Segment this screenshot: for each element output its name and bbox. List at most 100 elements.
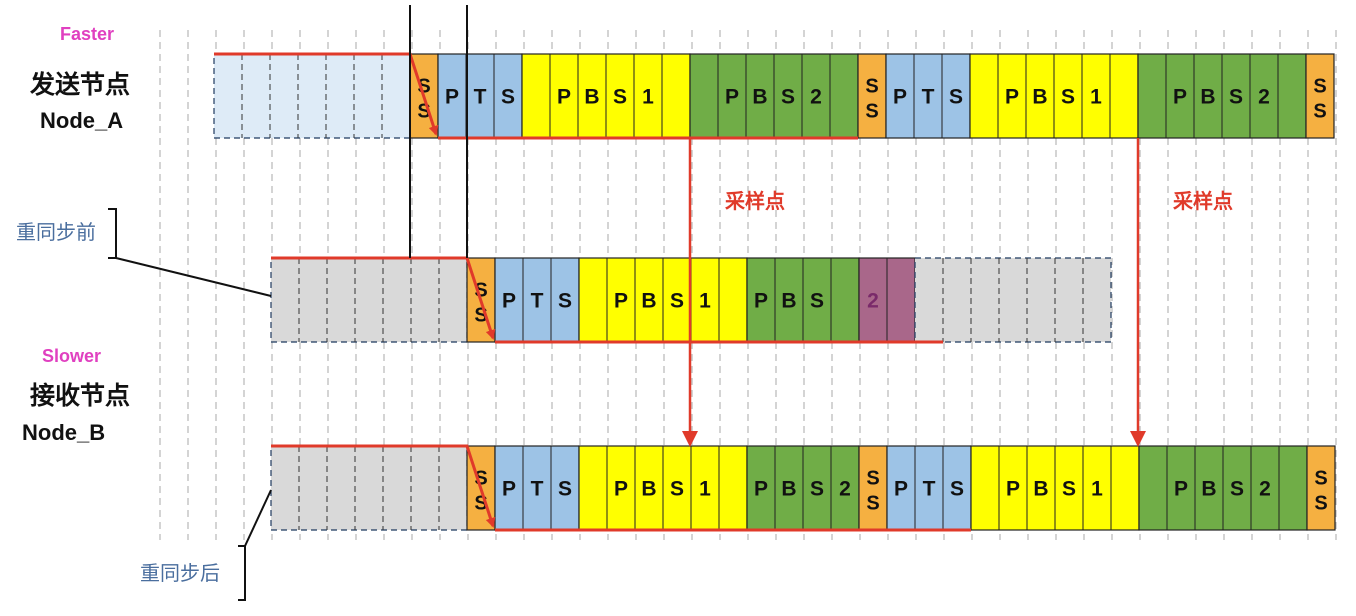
segment-label-char: 2	[1258, 86, 1270, 109]
segment-idle	[270, 445, 468, 531]
segment-label-char: T	[923, 478, 936, 501]
segment-label-char: P	[725, 86, 739, 109]
segment-label-char: S	[810, 290, 824, 313]
faster-label: Faster	[60, 24, 115, 44]
segment-label-char: S	[558, 478, 572, 501]
segment-label-char: 2	[810, 86, 822, 109]
segment-label-char: P	[1173, 86, 1187, 109]
segment-label: S	[865, 75, 878, 97]
segment-label-char: S	[670, 478, 684, 501]
segment-box	[494, 445, 580, 531]
segment-label-char: S	[1230, 478, 1244, 501]
segment-label-char: B	[781, 478, 796, 501]
segment-label-char: 1	[1090, 86, 1102, 109]
segment-box	[270, 257, 468, 343]
segment-label-char: 1	[699, 478, 711, 501]
sample-point-label-2: 采样点	[1173, 189, 1233, 213]
segment-label: S	[1314, 492, 1327, 514]
segment-label-char: P	[893, 86, 907, 109]
segment-box	[857, 53, 887, 139]
before-resync-bracket	[108, 208, 117, 259]
after-resync-bracket	[238, 545, 246, 601]
segment-label-char: P	[754, 290, 768, 313]
segment-label-char: P	[894, 478, 908, 501]
segment-idle	[213, 53, 411, 139]
segment-ss: SS	[857, 53, 887, 139]
node-b-title-cn: 接收节点	[30, 381, 131, 410]
segment-pbs2_overflow: 2	[858, 257, 916, 343]
segment-label-char: T	[922, 86, 935, 109]
segment-label-char: P	[502, 290, 516, 313]
segment-box	[494, 257, 580, 343]
segment-label-char: S	[949, 86, 963, 109]
segment-box	[213, 53, 411, 139]
segment-label-char: T	[531, 290, 544, 313]
segment-label: S	[866, 467, 879, 489]
segment-label-char: P	[614, 478, 628, 501]
segment-label-char: B	[781, 290, 796, 313]
node-b-after-waveform-edge	[271, 444, 496, 528]
segment-label-char: B	[641, 290, 656, 313]
segment-label: S	[417, 75, 430, 97]
segment-label: S	[866, 492, 879, 514]
before-resync-label: 重同步前	[16, 220, 96, 244]
segment-label-char: 2	[867, 290, 879, 313]
segment-label-char: 2	[839, 478, 851, 501]
segment-ss: SS	[858, 445, 888, 531]
timing-annotations	[108, 5, 1146, 601]
segment-idle	[914, 257, 1112, 343]
segment-box	[885, 53, 971, 139]
segment-label-char: B	[641, 478, 656, 501]
segment-label-char: 1	[642, 86, 654, 109]
segment-ss: SS	[1305, 53, 1335, 139]
segment-label-char: B	[1201, 478, 1216, 501]
segment-label-char: P	[502, 478, 516, 501]
segment-label: S	[1313, 100, 1326, 122]
node-a-title-en: Node_A	[40, 108, 124, 133]
segment-box	[886, 445, 972, 531]
segment-label: S	[865, 100, 878, 122]
segment-label-char: B	[752, 86, 767, 109]
segment-box	[914, 257, 1112, 343]
segment-label: S	[474, 467, 487, 489]
segment-label-char: B	[1200, 86, 1215, 109]
segment-label-char: S	[1061, 86, 1075, 109]
node-b-title-en: Node_B	[22, 420, 106, 445]
segment-box	[1306, 445, 1336, 531]
node-a-title-cn: 发送节点	[30, 70, 131, 99]
after-resync-leader	[244, 489, 272, 547]
segment-ss: SS	[1306, 445, 1336, 531]
segment-label-char: 1	[699, 290, 711, 313]
segment-box	[270, 445, 468, 531]
segment-label-char: S	[1062, 478, 1076, 501]
segment-label-char: T	[474, 86, 487, 109]
segment-box	[1305, 53, 1335, 139]
segment-label-char: B	[1033, 478, 1048, 501]
after-resync-label: 重同步后	[140, 561, 220, 585]
segment-label: S	[1314, 467, 1327, 489]
segment-label-char: S	[613, 86, 627, 109]
segment-label-char: B	[1032, 86, 1047, 109]
segment-label-char: P	[1006, 478, 1020, 501]
before-resync-leader	[115, 257, 272, 297]
slower-label: Slower	[42, 346, 102, 366]
segment-label-char: S	[1229, 86, 1243, 109]
sample-point-label-1: 采样点	[725, 189, 785, 213]
segment-label-char: S	[781, 86, 795, 109]
